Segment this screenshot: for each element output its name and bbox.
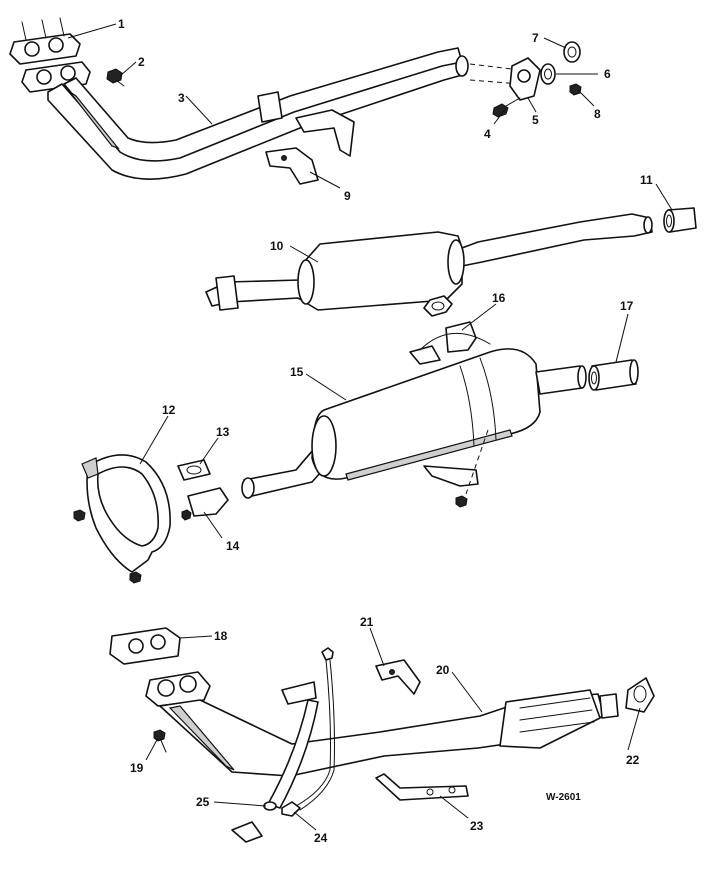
pipe-mounting-bracket (265, 147, 319, 185)
callout-6: 6 (604, 67, 611, 81)
callout-19: 19 (130, 761, 144, 775)
callout-10: 10 (270, 239, 284, 253)
oxygen-sensor-lead (281, 647, 335, 817)
muffler-strap-hanger (409, 295, 491, 508)
callout-1: 1 (118, 17, 125, 31)
callout-13: 13 (216, 425, 230, 439)
heat-shield-gasket (177, 459, 211, 481)
exhaust-bolt (492, 97, 521, 118)
front-exhaust-pipe-assembly (9, 17, 582, 185)
callout-17: 17 (620, 299, 634, 313)
downpipe-gasket (109, 627, 181, 665)
callout-12: 12 (162, 403, 176, 417)
callout-24: 24 (314, 831, 328, 845)
reference-code: W-2601 (546, 792, 581, 803)
callout-5: 5 (532, 113, 539, 127)
callout-23: 23 (470, 819, 484, 833)
catalytic-converter-assembly (109, 627, 655, 843)
callout-15: 15 (290, 365, 304, 379)
callout-20: 20 (436, 663, 450, 677)
intermediate-silencer-pipe (205, 207, 697, 311)
callout-16: 16 (492, 291, 506, 305)
converter-upper-bracket (375, 659, 421, 695)
heat-riser-pipe (231, 681, 319, 843)
callout-4: 4 (484, 127, 491, 141)
muffler-outlet-sleeve (588, 359, 639, 391)
callout-14: 14 (226, 539, 240, 553)
callout-22: 22 (626, 753, 640, 767)
callout-9: 9 (344, 189, 351, 203)
flange-nut (106, 68, 125, 87)
pipe-clamp-sleeve (663, 207, 697, 233)
converter-lower-bracket (375, 773, 469, 801)
outlet-flange-gasket (625, 677, 655, 713)
callout-21: 21 (360, 615, 374, 629)
callout-labels: 1 2 3 4 5 6 7 8 9 10 11 12 13 14 15 16 1… (118, 17, 653, 845)
heat-shield-clip (181, 487, 229, 521)
callout-25: 25 (196, 795, 210, 809)
front-pipe (47, 47, 469, 180)
spring-washer (563, 41, 581, 63)
callout-18: 18 (214, 629, 228, 643)
heat-shield-assembly (73, 454, 229, 584)
callout-leaders (67, 23, 673, 831)
callout-3: 3 (178, 91, 185, 105)
rear-muffler-assembly (241, 295, 639, 508)
locknut (569, 83, 582, 96)
sealing-ring (540, 63, 556, 85)
manifold-stud (153, 729, 166, 742)
callout-11: 11 (640, 173, 653, 187)
rear-flange-hardware (469, 41, 582, 118)
callout-2: 2 (138, 55, 145, 69)
callout-8: 8 (594, 107, 601, 121)
callout-7: 7 (532, 31, 539, 45)
